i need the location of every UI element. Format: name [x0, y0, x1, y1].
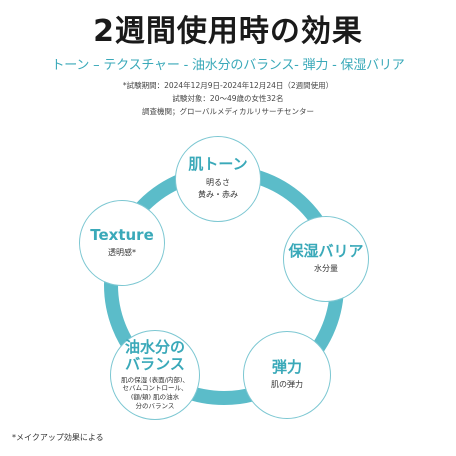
node-oil-water-title-1: 油水分の	[124, 338, 185, 357]
node-skin-tone-desc: 明るさ 黄み・赤み	[198, 177, 238, 202]
node-moisture-barrier: 保湿バリア 水分量	[283, 216, 369, 302]
node-skin-tone: 肌トーン 明るさ 黄み・赤み	[175, 136, 261, 222]
node-oil-water-desc-3: (額/頬) 肌の油水	[130, 393, 180, 402]
footnote: *メイクアップ効果による	[12, 433, 104, 442]
test-subjects: 試験対象：20～49歳の女性32名	[172, 94, 284, 103]
node-oil-water-desc-1: 肌の保湿 (表面/内部)、	[121, 375, 189, 384]
node-elasticity-desc: 肌の弾力	[271, 379, 303, 389]
node-oil-water-balance: 油水分の バランス 肌の保湿 (表面/内部)、 セバムコントロール、 (額/頬)…	[110, 330, 200, 420]
node-texture-title: Texture	[90, 225, 154, 244]
node-moisture-barrier-title: 保湿バリア	[288, 241, 364, 260]
node-oil-water-desc-4: 分のバランス	[135, 402, 175, 411]
page-title: 2週間使用時の効果	[93, 14, 363, 49]
node-elasticity-title: 弾力	[271, 357, 302, 376]
node-oil-water-desc-2: セバムコントロール、	[122, 384, 188, 393]
node-elasticity: 弾力 肌の弾力	[243, 331, 331, 419]
node-texture: Texture 透明感*	[79, 200, 165, 286]
node-texture-desc: 透明感*	[108, 247, 136, 257]
node-oil-water-desc: 肌の保湿 (表面/内部)、 セバムコントロール、 (額/頬) 肌の油水 分のバラ…	[121, 376, 189, 411]
test-period: *試験期間：2024年12月9日-2024年12月24日（2週間使用）	[122, 81, 334, 90]
node-skin-tone-desc-1: 明るさ	[206, 177, 230, 187]
node-skin-tone-desc-2: 黄み・赤み	[198, 190, 238, 200]
test-organization: 調査機関；グローバルメディカルリサーチセンター	[142, 107, 314, 116]
subtitle: トーン – テクスチャー - 油水分のバランス- 弾力 - 保湿バリア	[51, 58, 405, 73]
node-moisture-barrier-desc: 水分量	[314, 263, 338, 273]
node-oil-water-title-2: バランス	[125, 355, 185, 374]
node-skin-tone-title: 肌トーン	[188, 155, 248, 174]
